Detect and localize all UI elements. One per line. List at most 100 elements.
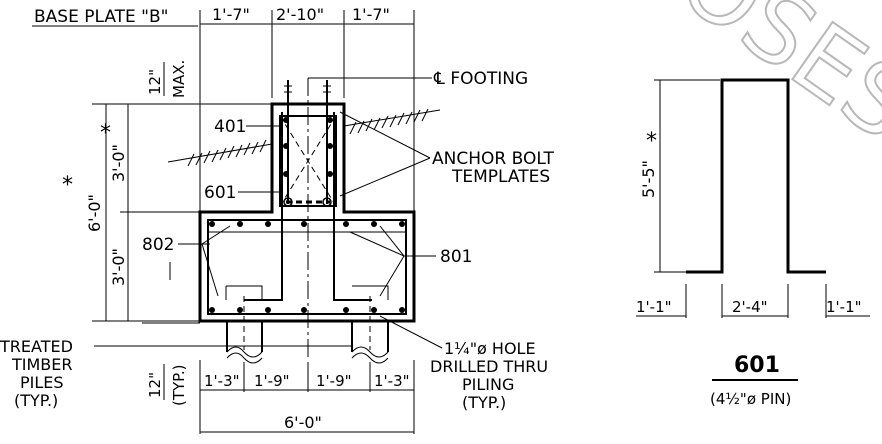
bar-dot: [301, 307, 307, 313]
base-plate-label: BASE PLATE "B": [34, 7, 168, 27]
bar-dot: [237, 221, 243, 227]
ground-line-left: [167, 139, 273, 167]
typ-bottom-text: (TYP.): [170, 364, 188, 406]
timber-line-1: TREATED: [0, 337, 73, 356]
ground-hatch-left: [187, 139, 267, 167]
bar-dot: [283, 117, 289, 123]
timber-piles: [226, 296, 389, 364]
bar-detail-601: 5'-5" * 1'-1" 2'-4" 1'-1" 601 (4½"ø PIN): [636, 78, 870, 408]
timber-line-3: PILES: [20, 373, 64, 392]
height-text: 5'-5": [639, 160, 658, 198]
bar-dot: [283, 171, 289, 177]
top-dimension-row: BASE PLATE "B" 1'-7" 2'-10" 1'-7": [32, 5, 415, 215]
footing-outline: [198, 102, 416, 323]
b-1-3-left: 1'-3": [204, 372, 240, 390]
callout-802: 802: [142, 225, 231, 297]
pile-right-break: [351, 346, 389, 364]
bar-dot: [343, 307, 349, 313]
pin-text: (4½"ø PIN): [710, 390, 791, 408]
dim-3-0-upper-text: 3'-0": [109, 144, 128, 182]
callout-anchor-templates: ANCHOR BOLT TEMPLATES: [339, 111, 554, 197]
max-bottom-text: MAX.: [170, 60, 188, 98]
bottom-dimensions: 1'-3" 1'-9" 1'-9" 1'-3" 6'-0": [199, 360, 415, 434]
b-1-3-right: 1'-3": [374, 372, 410, 390]
bar-dot: [209, 221, 215, 227]
bar-dot: [283, 197, 293, 207]
width-text: 2'-4": [732, 298, 768, 316]
bar-dot: [209, 307, 215, 313]
star-icon: *: [62, 173, 73, 198]
tie-diag-2: [279, 115, 337, 207]
footing-bar-dots: [209, 221, 405, 313]
leader-hole: [379, 315, 443, 349]
dim-mid-text: 2'-10": [276, 5, 324, 24]
footing-reinforcing: [207, 219, 407, 315]
dim-6-0-text: 6'-0": [85, 194, 104, 232]
bar-dot: [371, 221, 377, 227]
bar-dot: [371, 307, 377, 313]
bar-dot: [265, 307, 271, 313]
hole-line-3: PILING: [462, 375, 514, 394]
b-total-text: 6'-0": [284, 413, 322, 432]
leader-802-a: [201, 225, 231, 245]
star-icon: *: [646, 129, 657, 154]
leader-801-c: [379, 255, 405, 297]
bar-802-label: 802: [142, 235, 174, 255]
bar-dot: [343, 221, 349, 227]
leader-anchor-1: [339, 111, 431, 159]
left-leg-text: 1'-1": [636, 298, 672, 316]
b-1-9-left: 1'-9": [254, 372, 290, 390]
leader-802-b: [201, 243, 219, 297]
bar-dot: [283, 143, 289, 149]
ground-line-right: [343, 108, 441, 135]
bar-dot: [327, 117, 333, 123]
stem-bar-601: [244, 112, 372, 301]
star-icon: *: [100, 121, 111, 146]
typ-top-text: 12": [146, 372, 164, 398]
stem-bar-dots: [283, 117, 333, 207]
leader-801-a: [349, 231, 405, 257]
typ-dimension: 12" (TYP.): [142, 322, 200, 406]
ground-slope-right: [343, 109, 441, 127]
hole-line-2: DRILLED THRU: [430, 357, 548, 376]
max-top-text: 12": [146, 69, 164, 95]
hole-line-1: 1¼"ø HOLE: [444, 339, 536, 358]
callout-timber-piles: TREATED TIMBER PILES (TYP.): [0, 337, 352, 410]
anchor-line-2: TEMPLATES: [451, 167, 550, 187]
callout-601: 601: [204, 183, 282, 203]
hole-line-4: (TYP.): [462, 393, 506, 412]
bar-dot: [327, 171, 333, 177]
b-1-9-right: 1'-9": [316, 372, 352, 390]
right-leg-text: 1'-1": [826, 298, 862, 316]
callout-hole: 1¼"ø HOLE DRILLED THRU PILING (TYP.): [379, 315, 548, 412]
bar-dot: [322, 197, 332, 207]
bar-dot: [265, 221, 271, 227]
timber-line-2: TIMBER: [11, 355, 73, 374]
dim-3-0-lower-text: 3'-0": [109, 248, 128, 286]
callout-401: 401: [214, 117, 282, 137]
bar-dot: [301, 221, 307, 227]
bottom-hooks: [225, 285, 389, 300]
bar-dot: [399, 221, 405, 227]
pile-left: [226, 321, 263, 352]
leader-801-b: [379, 225, 405, 257]
stirrup-801: [207, 219, 407, 315]
vertical-dimensions: 6'-0" * 3'-0" * 3'-0": [62, 103, 272, 322]
anchor-bolt-threads: [284, 85, 331, 93]
dim-right-text: 1'-7": [352, 5, 390, 24]
bar-401-label: 401: [214, 117, 246, 137]
callout-801: 801: [349, 225, 472, 297]
bar-dot: [399, 307, 405, 313]
dim-left-text: 1'-7": [212, 5, 250, 24]
pile-right: [351, 321, 389, 352]
ground-hatch-right: [349, 108, 429, 135]
pile-left-break: [226, 346, 263, 364]
centerline-label: ℄ FOOTING: [433, 69, 528, 89]
anchor-line-1: ANCHOR BOLT: [432, 149, 554, 169]
bar-601-shape: [686, 78, 826, 274]
tie-401: [279, 115, 337, 207]
leader-anchor-2: [339, 157, 431, 197]
bar-801-label: 801: [440, 247, 472, 267]
stem-reinforcing: [244, 80, 372, 301]
